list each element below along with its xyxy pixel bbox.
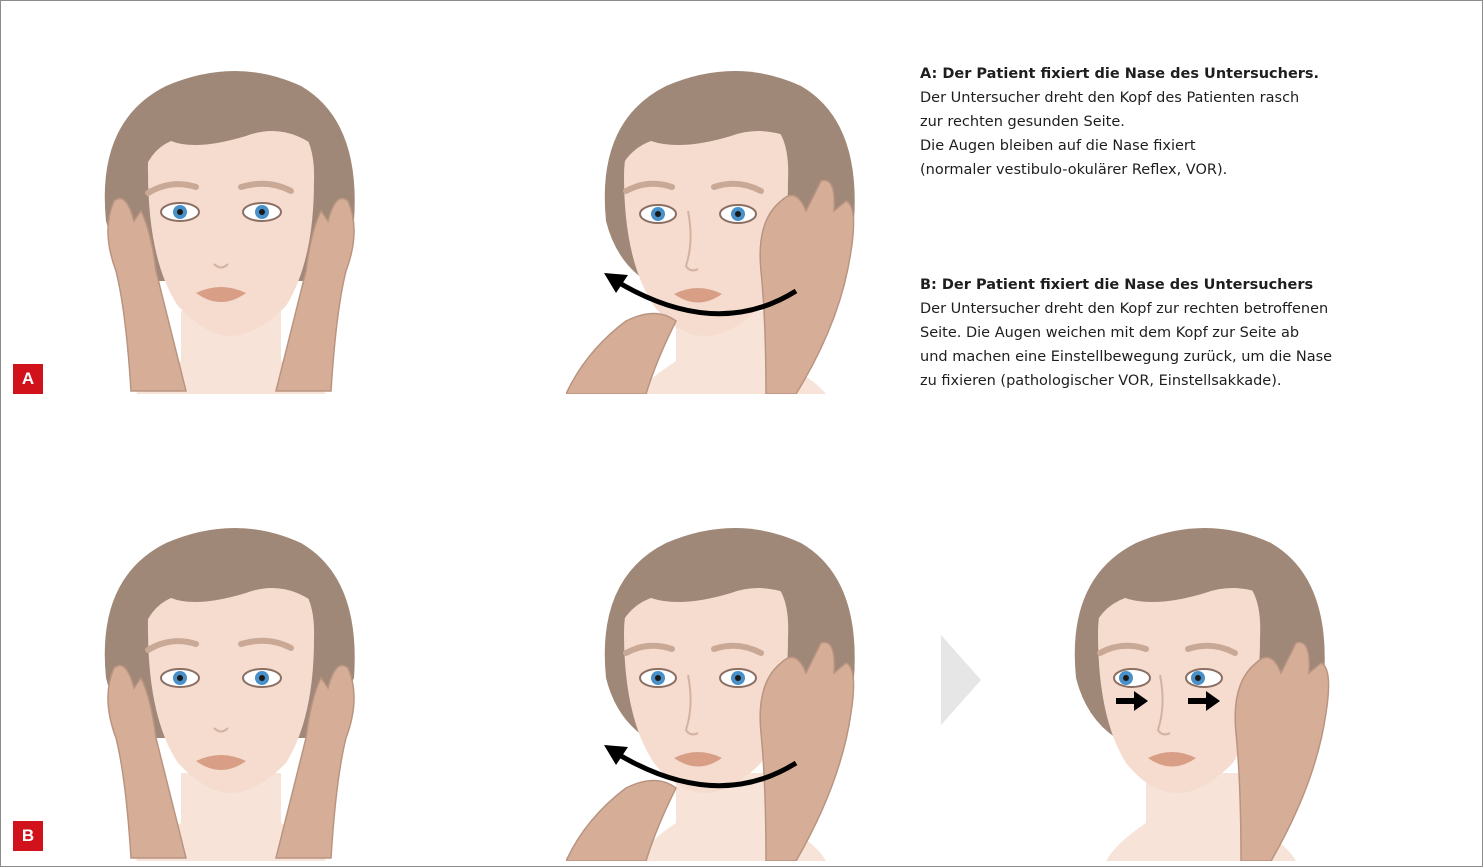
sequence-chevron bbox=[941, 635, 981, 730]
saccade-head-illustration bbox=[1036, 518, 1336, 861]
caption-a-line: Der Untersucher dreht den Kopf des Patie… bbox=[920, 86, 1460, 110]
turned-head-illustration bbox=[566, 61, 866, 394]
turned-head-illustration bbox=[566, 518, 866, 861]
panel-b-frontal-head bbox=[86, 518, 376, 861]
chevron-right-icon bbox=[941, 635, 981, 725]
caption-b: B: Der Patient fixiert die Nase des Unte… bbox=[920, 273, 1460, 393]
caption-b-heading: B: Der Patient fixiert die Nase des Unte… bbox=[920, 273, 1460, 297]
caption-b-line: zu fixieren (pathologischer VOR, Einstel… bbox=[920, 369, 1460, 393]
panel-b-turned-head bbox=[566, 518, 866, 861]
caption-a-line: (normaler vestibulo-okulärer Reflex, VOR… bbox=[920, 158, 1460, 182]
caption-a-line: Die Augen bleiben auf die Nase fixiert bbox=[920, 134, 1460, 158]
caption-b-line: Der Untersucher dreht den Kopf zur recht… bbox=[920, 297, 1460, 321]
caption-a: A: Der Patient fixiert die Nase des Unte… bbox=[920, 62, 1460, 182]
frontal-head-illustration bbox=[86, 61, 376, 394]
row-label-a: A bbox=[13, 364, 43, 394]
frontal-head-illustration bbox=[86, 518, 376, 861]
caption-b-line: und machen eine Einstellbewegung zurück,… bbox=[920, 345, 1460, 369]
panel-a-frontal-head bbox=[86, 61, 376, 394]
panel-a-turned-head bbox=[566, 61, 866, 394]
caption-a-heading: A: Der Patient fixiert die Nase des Unte… bbox=[920, 62, 1460, 86]
caption-a-line: zur rechten gesunden Seite. bbox=[920, 110, 1460, 134]
panel-b-saccade-head bbox=[1036, 518, 1336, 861]
caption-b-line: Seite. Die Augen weichen mit dem Kopf zu… bbox=[920, 321, 1460, 345]
row-label-b: B bbox=[13, 821, 43, 851]
